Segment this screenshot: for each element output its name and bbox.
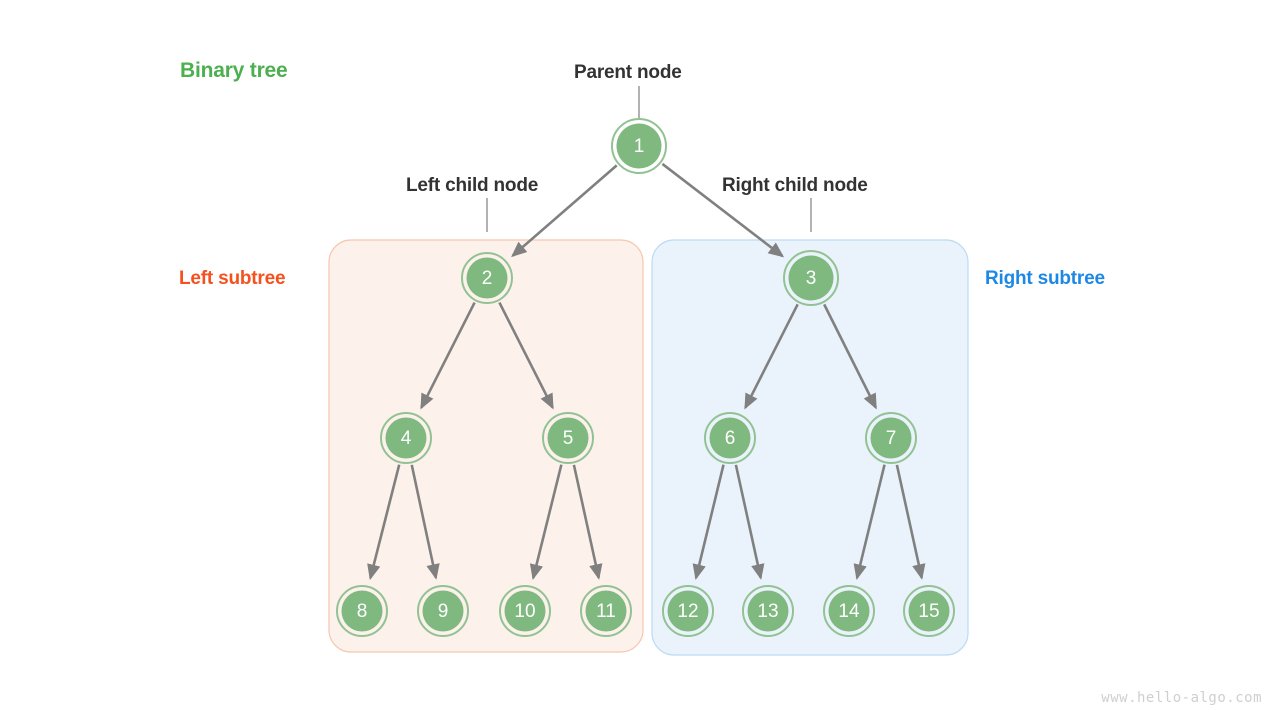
tree-node-8[interactable]: 8 (336, 585, 388, 637)
tree-edge-1-2 (511, 164, 618, 258)
callout-tick-lines (486, 86, 812, 232)
node-disc (828, 590, 870, 632)
node-ring (823, 585, 875, 637)
node-disc (504, 590, 546, 632)
tree-node-2[interactable]: 2 (461, 252, 513, 304)
right-subtree-label: Right subtree (985, 268, 1105, 289)
node-disc (870, 417, 912, 459)
node-value: 3 (806, 268, 817, 289)
tree-edge-3-7 (823, 303, 877, 410)
tree-node-15[interactable]: 15 (903, 585, 955, 637)
right-child-node-label: Right child node (722, 175, 868, 196)
node-ring (380, 412, 432, 464)
tree-node-4[interactable]: 4 (380, 412, 432, 464)
tree-edge-5-11 (572, 464, 603, 580)
node-value: 1 (634, 136, 645, 157)
tree-node-11[interactable]: 11 (580, 585, 632, 637)
tree-node-14[interactable]: 14 (823, 585, 875, 637)
node-ring (742, 585, 794, 637)
node-ring (903, 585, 955, 637)
node-disc (466, 257, 508, 299)
tree-edge-4-9 (410, 464, 440, 580)
tree-edge-3-6 (744, 303, 799, 410)
node-ring (461, 252, 513, 304)
tree-node-13[interactable]: 13 (742, 585, 794, 637)
node-ring (662, 585, 714, 637)
node-value: 4 (401, 428, 412, 449)
node-ring (499, 585, 551, 637)
parent-node-label: Parent node (574, 62, 682, 83)
node-value: 9 (438, 601, 449, 622)
left-child-node-label: Left child node (406, 175, 539, 196)
node-ring (865, 412, 917, 464)
tree-edge-6-13 (734, 464, 765, 580)
watermark: www.hello-algo.com (1101, 690, 1262, 706)
node-value: 14 (838, 601, 860, 622)
tree-node-1[interactable]: 1 (611, 118, 667, 174)
tree-edges (367, 162, 926, 581)
tree-edge-2-4 (420, 301, 476, 410)
node-disc (422, 590, 464, 632)
tree-edge-7-14 (853, 464, 886, 580)
node-ring (417, 585, 469, 637)
tree-node-6[interactable]: 6 (704, 412, 756, 464)
right-subtree-panel (651, 239, 969, 656)
tree-node-3[interactable]: 3 (783, 250, 839, 306)
node-disc (585, 590, 627, 632)
node-disc (616, 123, 662, 169)
tree-edge-5-10 (529, 464, 563, 581)
tree-node-9[interactable]: 9 (417, 585, 469, 637)
tree-edge-4-8 (367, 464, 401, 581)
left-subtree-label: Left subtree (179, 268, 286, 289)
node-disc (547, 417, 589, 459)
node-ring (542, 412, 594, 464)
node-value: 2 (482, 268, 493, 289)
tree-edge-6-12 (692, 464, 725, 580)
node-disc (341, 590, 383, 632)
node-value: 13 (757, 601, 778, 622)
node-value: 12 (677, 601, 698, 622)
tree-edge-1-3 (661, 162, 785, 258)
left-subtree-panel (328, 239, 644, 653)
node-value: 7 (886, 428, 897, 449)
node-disc (709, 417, 751, 459)
node-ring (580, 585, 632, 637)
node-value: 5 (563, 428, 574, 449)
tree-edge-7-15 (895, 464, 926, 580)
node-disc (788, 255, 834, 301)
node-disc (908, 590, 950, 632)
node-value: 10 (514, 601, 535, 622)
node-disc (667, 590, 709, 632)
node-value: 15 (918, 601, 939, 622)
tree-node-12[interactable]: 12 (662, 585, 714, 637)
page-title: Binary tree (180, 59, 288, 82)
tree-node-10[interactable]: 10 (499, 585, 551, 637)
tree-node-7[interactable]: 7 (865, 412, 917, 464)
node-ring (611, 118, 667, 174)
node-ring (704, 412, 756, 464)
node-disc (385, 417, 427, 459)
subtree-panels (328, 239, 969, 656)
node-ring (336, 585, 388, 637)
node-value: 6 (725, 428, 736, 449)
node-value: 8 (357, 601, 368, 622)
tree-edge-2-5 (498, 301, 554, 410)
tree-node-5[interactable]: 5 (542, 412, 594, 464)
node-value: 11 (596, 601, 616, 622)
node-ring (783, 250, 839, 306)
node-disc (747, 590, 789, 632)
